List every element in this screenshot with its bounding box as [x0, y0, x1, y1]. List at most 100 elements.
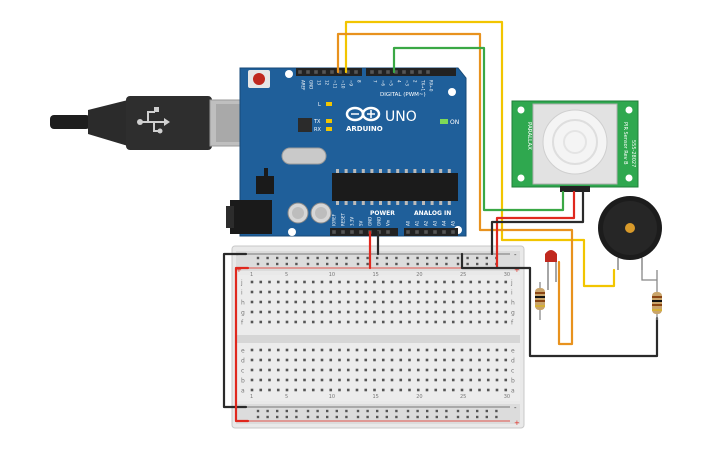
reset-button-cap[interactable] — [253, 73, 265, 85]
breadboard-hole — [504, 310, 508, 314]
breadboard-hole — [285, 300, 289, 304]
breadboard-hole — [285, 368, 289, 372]
power-pin-label: GND — [377, 217, 382, 226]
breadboard-hole — [338, 300, 341, 304]
analog-pin-hole[interactable] — [451, 230, 455, 234]
breadboard-hole — [303, 388, 306, 392]
digital-pin-hole[interactable] — [330, 70, 334, 74]
digital-pin-label: ~10 — [341, 80, 346, 89]
breadboard-hole — [478, 300, 481, 304]
rail-hole — [435, 256, 438, 260]
breadboard-hole — [276, 378, 280, 382]
digital-pin-hole[interactable] — [402, 70, 406, 74]
analog-pin-hole[interactable] — [415, 230, 419, 234]
atmega-chip — [332, 173, 458, 201]
breadboard-hole — [443, 378, 446, 382]
breadboard-hole — [469, 280, 473, 284]
breadboard-hole — [294, 280, 298, 284]
digital-pin-hole[interactable] — [386, 70, 390, 74]
center-channel — [236, 335, 520, 343]
breadboard-hole — [478, 378, 481, 382]
breadboard-hole — [504, 320, 508, 324]
digital-pin-label: 12 — [325, 80, 330, 86]
analog-pin-hole[interactable] — [406, 230, 410, 234]
breadboard-hole — [259, 280, 263, 284]
breadboard-hole — [495, 388, 499, 392]
digital-pin-hole[interactable] — [426, 70, 430, 74]
breadboard-hole — [355, 300, 359, 304]
power-pin-hole[interactable] — [359, 230, 363, 234]
breadboard-hole — [486, 280, 490, 284]
rail-hole — [306, 409, 310, 413]
bottom-rail-holes — [256, 409, 498, 419]
digital-pin-hole[interactable] — [298, 70, 302, 74]
breadboard-hole — [451, 290, 455, 294]
breadboard-hole — [311, 388, 315, 392]
power-pin-hole[interactable] — [386, 230, 390, 234]
power-pin-hole[interactable] — [332, 230, 336, 234]
rail-hole — [345, 415, 348, 419]
rail-hole — [445, 262, 448, 266]
rail-hole — [385, 409, 388, 413]
breadboard-hole — [320, 320, 324, 324]
digital-pin-hole[interactable] — [314, 70, 318, 74]
rail-hole — [445, 415, 448, 419]
breadboard-hole — [416, 378, 420, 382]
breadboard-hole — [303, 368, 306, 372]
digital-pin-hole[interactable] — [394, 70, 398, 74]
power-pin-hole[interactable] — [341, 230, 345, 234]
breadboard-hole — [320, 310, 324, 314]
breadboard-hole — [495, 280, 499, 284]
breadboard-hole — [311, 290, 315, 294]
row-label: b — [241, 378, 245, 385]
breadboard-hole — [451, 348, 455, 352]
breadboard-hole — [478, 368, 481, 372]
power-pin-hole[interactable] — [350, 230, 354, 234]
column-label: 1 — [250, 272, 253, 278]
digital-pin-hole[interactable] — [322, 70, 326, 74]
analog-pin-hole[interactable] — [442, 230, 446, 234]
rail-hole — [285, 409, 288, 413]
column-label: 15 — [373, 272, 379, 278]
row-label: f — [241, 320, 244, 327]
analog-pin-hole[interactable] — [424, 230, 428, 234]
rail-hole — [406, 409, 410, 413]
breadboard-hole — [443, 348, 446, 352]
analog-pin-label: A2 — [424, 220, 429, 226]
digital-pin-label: GND — [309, 80, 314, 89]
breadboard-hole — [303, 320, 306, 324]
breadboard-hole — [443, 358, 446, 362]
digital-pin-label: AREF — [301, 80, 306, 91]
digital-pin-hole[interactable] — [306, 70, 310, 74]
breadboard-hole — [434, 358, 438, 362]
digital-pin-hole[interactable] — [354, 70, 358, 74]
digital-pin-hole[interactable] — [338, 70, 342, 74]
breadboard-hole — [329, 358, 333, 362]
digital-pin-hole[interactable] — [418, 70, 422, 74]
digital-pin-label: RX←0 — [429, 80, 434, 92]
digital-pin-hole[interactable] — [370, 70, 374, 74]
digital-pin-label: ~9 — [349, 80, 354, 86]
rail-hole — [276, 409, 279, 413]
breadboard-hole — [320, 368, 324, 372]
breadboard-hole — [355, 280, 359, 284]
breadboard-hole — [373, 358, 376, 362]
capacitor-top — [292, 207, 304, 219]
breadboard-hole — [250, 290, 254, 294]
breadboard-hole — [434, 368, 438, 372]
regulator-tab — [264, 168, 268, 178]
breadboard-hole — [329, 280, 333, 284]
breadboard-hole — [268, 310, 271, 314]
wire-red-pir-to-rail — [495, 190, 576, 270]
breadboard-hole — [408, 388, 411, 392]
digital-header-title: DIGITAL (PWM~) — [380, 92, 426, 98]
breadboard-hole — [259, 320, 263, 324]
analog-pin-hole[interactable] — [433, 230, 437, 234]
rail-hole — [456, 262, 460, 266]
digital-pin-hole[interactable] — [378, 70, 382, 74]
digital-pin-hole[interactable] — [346, 70, 350, 74]
rail-hole — [466, 256, 469, 260]
breadboard-hole — [329, 290, 333, 294]
digital-pin-hole[interactable] — [410, 70, 414, 74]
